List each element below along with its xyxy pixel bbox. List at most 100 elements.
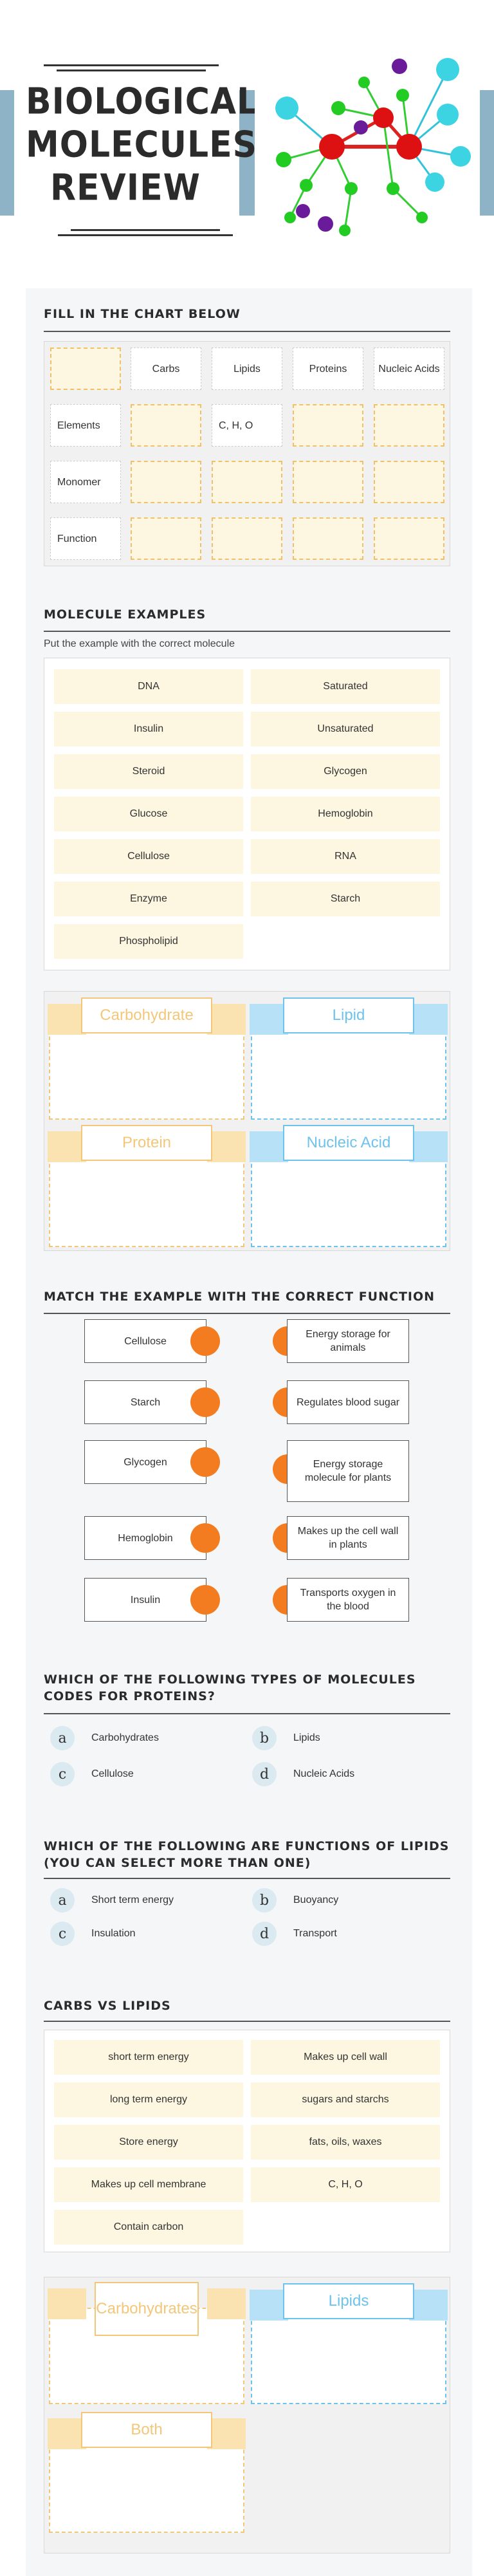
example-chip[interactable]: Glucose: [54, 797, 243, 831]
dropzone-both[interactable]: [49, 2436, 244, 2533]
banner-tail: [207, 1131, 246, 1162]
banner-label: Lipids: [283, 2283, 414, 2319]
section-rule: [44, 1313, 450, 1314]
match-left-connector[interactable]: [190, 1447, 220, 1477]
chart-section-title: FILL IN THE CHART BELOW: [44, 307, 241, 321]
banner-tail: [48, 2288, 86, 2319]
option-badge-a[interactable]: a: [50, 1888, 75, 1913]
chart-slot-monomer-nucleic[interactable]: [374, 461, 444, 503]
match-right-item[interactable]: Transports oxygen in the blood: [287, 1578, 409, 1622]
carbs-lipids-chip[interactable]: sugars and starchs: [251, 2082, 440, 2117]
option-badge-b[interactable]: b: [252, 1726, 277, 1750]
title-line-1: BIOLOGICAL: [26, 80, 259, 123]
match-right-item[interactable]: Regulates blood sugar: [287, 1380, 409, 1424]
banner-tail: [207, 2288, 246, 2319]
banner-tail: [250, 1131, 288, 1162]
carbs-lipids-section-title: CARBS VS LIPIDS: [44, 1999, 171, 2013]
option-badge-c[interactable]: c: [50, 1762, 75, 1786]
dropzone-lipid[interactable]: [251, 1023, 446, 1120]
option-text[interactable]: Lipids: [293, 1732, 320, 1743]
chart-slot-elements-nucleic[interactable]: [374, 404, 444, 447]
match-left-connector[interactable]: [190, 1585, 220, 1615]
banner-label: Carbohydrate: [81, 997, 212, 1033]
carbs-lipids-chip[interactable]: C, H, O: [251, 2167, 440, 2202]
chart-slot-function-proteins[interactable]: [293, 517, 363, 560]
option-badge-d[interactable]: d: [252, 1762, 277, 1786]
carbs-lipids-chip[interactable]: Store energy: [54, 2125, 243, 2160]
example-chip[interactable]: Phospholipid: [54, 924, 243, 959]
banner-tail: [48, 1131, 86, 1162]
example-chip[interactable]: RNA: [251, 839, 440, 874]
section-rule: [44, 1713, 450, 1714]
chart-slot-function-nucleic[interactable]: [374, 517, 444, 560]
example-chip[interactable]: Starch: [251, 882, 440, 916]
option-badge-a[interactable]: a: [50, 1726, 75, 1750]
title-rule-top-2: [57, 69, 206, 71]
example-chip[interactable]: Cellulose: [54, 839, 243, 874]
option-text[interactable]: Insulation: [91, 1928, 136, 1939]
example-chip[interactable]: Steroid: [54, 754, 243, 789]
option-badge-d[interactable]: d: [252, 1922, 277, 1946]
banner-tail: [250, 2290, 288, 2321]
chart-slot-header-blank[interactable]: [50, 347, 121, 390]
option-text[interactable]: Buoyancy: [293, 1895, 339, 1905]
chart-slot-function-lipids[interactable]: [212, 517, 282, 560]
option-text[interactable]: Cellulose: [91, 1768, 134, 1779]
chart-row-monomer: Monomer: [50, 461, 121, 503]
carbs-lipids-chip[interactable]: Makes up cell wall: [251, 2040, 440, 2075]
match-left-item[interactable]: Glycogen: [84, 1440, 206, 1484]
option-badge-b[interactable]: b: [252, 1888, 277, 1913]
match-left-item[interactable]: Cellulose: [84, 1319, 206, 1363]
example-chip[interactable]: Enzyme: [54, 882, 243, 916]
chart-row-function: Function: [50, 517, 121, 560]
option-badge-c[interactable]: c: [50, 1922, 75, 1946]
banner-carbohydrate: Carbohydrate: [48, 997, 246, 1035]
example-chip[interactable]: Hemoglobin: [251, 797, 440, 831]
chart-slot-monomer-proteins[interactable]: [293, 461, 363, 503]
example-chip[interactable]: Glycogen: [251, 754, 440, 789]
title-rule-bottom: [71, 229, 220, 231]
carbs-lipids-chip[interactable]: fats, oils, waxes: [251, 2125, 440, 2160]
match-right-item[interactable]: Energy storage molecule for plants: [287, 1440, 409, 1502]
option-text[interactable]: Short term energy: [91, 1895, 174, 1905]
match-left-item[interactable]: Insulin: [84, 1578, 206, 1622]
dropzone-carbohydrate[interactable]: [49, 1023, 244, 1120]
chart-slot-elements-carbs[interactable]: [131, 404, 201, 447]
dropzone-nucleic-acid[interactable]: [251, 1151, 446, 1247]
banner-tail: [48, 1004, 86, 1035]
dropzone-lipids[interactable]: [251, 2308, 446, 2404]
dropzone-protein[interactable]: [49, 1151, 244, 1247]
banner-tail: [409, 1131, 448, 1162]
match-left-item[interactable]: Starch: [84, 1380, 206, 1424]
option-text[interactable]: Nucleic Acids: [293, 1768, 355, 1779]
banner-label: Nucleic Acid: [283, 1125, 414, 1161]
carbs-lipids-chip[interactable]: short term energy: [54, 2040, 243, 2075]
option-text[interactable]: Transport: [293, 1928, 337, 1939]
match-left-connector[interactable]: [190, 1387, 220, 1417]
carbs-lipids-chip[interactable]: long term energy: [54, 2082, 243, 2117]
section-rule: [44, 2021, 450, 2022]
match-left-connector[interactable]: [190, 1523, 220, 1553]
section-rule: [44, 1878, 450, 1879]
page-title: BIOLOGICAL MOLECULES REVIEW: [26, 80, 259, 210]
example-chip[interactable]: Insulin: [54, 712, 243, 746]
chart-slot-elements-proteins[interactable]: [293, 404, 363, 447]
chart-slot-monomer-carbs[interactable]: [131, 461, 201, 503]
chart-slot-function-carbs[interactable]: [131, 517, 201, 560]
example-chip[interactable]: Unsaturated: [251, 712, 440, 746]
carbs-lipids-chip[interactable]: Contain carbon: [54, 2210, 243, 2245]
title-rule-top: [44, 64, 219, 66]
banner-nucleic-acid: Nucleic Acid: [250, 1125, 448, 1162]
match-right-item[interactable]: Energy storage for animals: [287, 1319, 409, 1363]
banner-label: Carbohydrates: [95, 2282, 199, 2336]
carbs-lipids-chip[interactable]: Makes up cell membrane: [54, 2167, 243, 2202]
match-right-item[interactable]: Makes up the cell wall in plants: [287, 1516, 409, 1560]
chart-slot-monomer-lipids[interactable]: [212, 461, 282, 503]
example-chip[interactable]: DNA: [54, 669, 243, 704]
match-left-connector[interactable]: [190, 1326, 220, 1356]
example-chip[interactable]: Saturated: [251, 669, 440, 704]
banner-tail: [409, 1004, 448, 1035]
option-text[interactable]: Carbohydrates: [91, 1732, 159, 1743]
match-left-item[interactable]: Hemoglobin: [84, 1516, 206, 1560]
banner-protein: Protein: [48, 1125, 246, 1162]
